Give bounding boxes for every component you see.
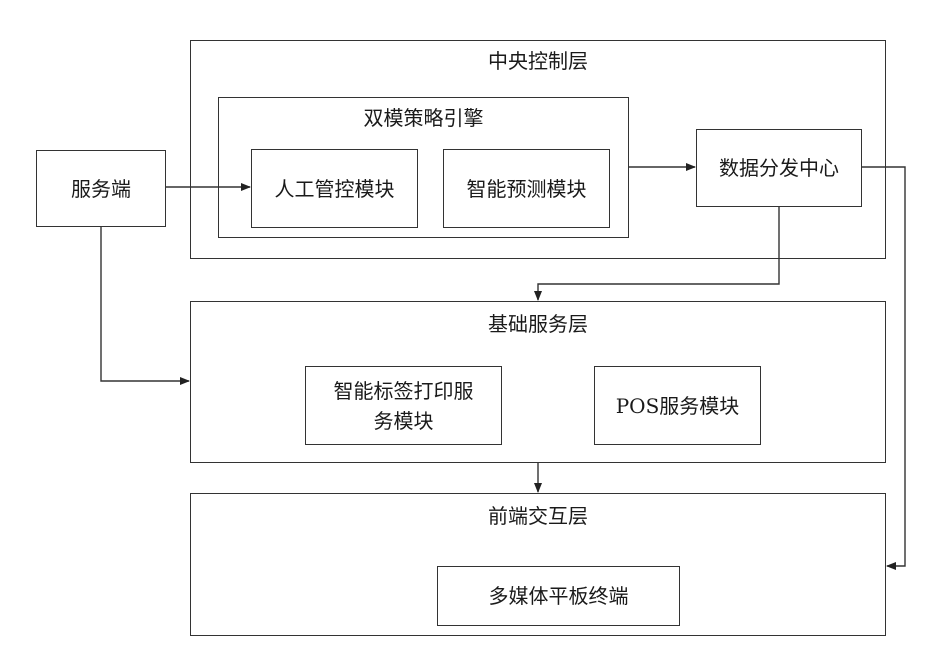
dual-mode-engine-title: 双模策略引擎 (219, 102, 628, 131)
server-node: 服务端 (36, 150, 166, 227)
data-distribution-center: 数据分发中心 (696, 129, 862, 207)
basic-service-layer: 基础服务层 (190, 301, 886, 463)
multimedia-tablet-terminal: 多媒体平板终端 (437, 566, 680, 626)
arrow-server-to-basic (101, 227, 189, 381)
frontend-interaction-layer-title: 前端交互层 (191, 500, 885, 529)
central-control-layer-title: 中央控制层 (191, 45, 885, 74)
pos-service-module: POS服务模块 (594, 366, 761, 445)
basic-service-layer-title: 基础服务层 (191, 308, 885, 337)
manual-control-module: 人工管控模块 (251, 149, 418, 228)
smart-prediction-module: 智能预测模块 (443, 149, 610, 228)
label-print-module: 智能标签打印服 务模块 (305, 366, 502, 445)
